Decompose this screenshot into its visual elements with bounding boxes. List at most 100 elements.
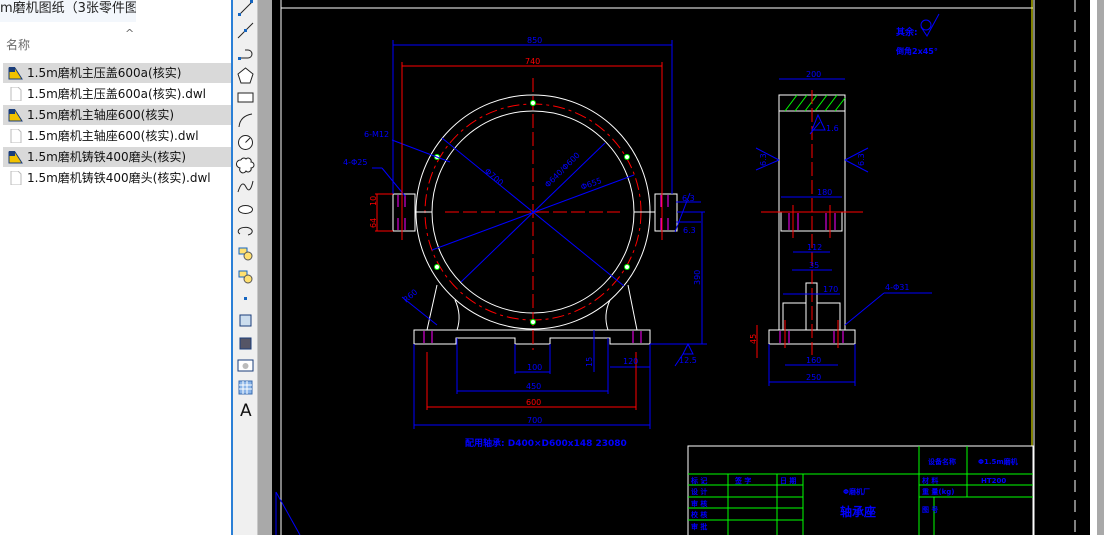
draw-toolbar: A	[233, 0, 258, 535]
tb-equip-label: 设备名称	[928, 457, 956, 466]
dim-200: 200	[806, 70, 821, 79]
dim-170: 170	[823, 285, 838, 294]
file-list-item[interactable]: 1.5m磨机主轴座600(核实).dwl	[3, 126, 231, 146]
roughness-6-3-top: 6.3	[682, 194, 695, 203]
dim-740: 740	[525, 57, 540, 66]
rectangle-tool-icon[interactable]	[236, 88, 255, 107]
region-tool-icon[interactable]	[236, 356, 255, 375]
dim-100: 100	[527, 363, 542, 372]
cad-drawing-canvas[interactable]: 850 740 6-M12 4-Φ25 Φ700 Φ640/Φ600 Φ655 …	[272, 0, 1104, 539]
roughness-1-6: 1.6	[826, 124, 839, 133]
tb-row: 设 计	[691, 487, 707, 496]
tb-company: Φ磨机厂	[843, 487, 870, 496]
bearing-note: 配用轴承: D400×D600x148 23080	[465, 437, 627, 449]
blank-file-icon	[8, 170, 23, 186]
roughness-6-3-right: 6.3	[857, 153, 866, 166]
file-explorer-panel: m磨机图纸（3张零件图） ^ 名称 1.5m磨机主压盖600a(核实) 1.5m磨…	[0, 0, 231, 535]
ellipse-tool-icon[interactable]	[236, 200, 255, 219]
polyline-tool-icon[interactable]	[236, 44, 255, 63]
dim-15: 15	[585, 357, 594, 367]
note-chamfer: 倒角2x45°	[895, 46, 938, 56]
tb-equip-value: Φ1.5m磨机	[978, 457, 1018, 466]
tb-row: 校 核	[691, 510, 707, 519]
ellipse-arc-tool-icon[interactable]	[236, 222, 255, 241]
file-name: 1.5m磨机主压盖600a(核实).dwl	[27, 87, 206, 101]
dim-r60: R60	[402, 288, 420, 305]
title-block	[687, 445, 1034, 539]
dim-4-phi31: 4-Φ31	[885, 283, 909, 292]
dwg-file-icon	[8, 150, 23, 164]
dim-600: 600	[526, 398, 541, 407]
tb-row: 审 核	[691, 499, 707, 508]
dim-35: 35	[809, 261, 819, 270]
file-list-item[interactable]: 1.5m磨机主压盖600a(核实)	[3, 63, 231, 83]
dim-4-phi25: 4-Φ25	[343, 158, 367, 167]
note-rest-roughness: 其余:	[896, 26, 918, 38]
canvas-margin	[258, 0, 272, 535]
dim-160: 160	[806, 356, 821, 365]
dim-6-m12: 6-M12	[364, 130, 389, 139]
file-name: 1.5m磨机主轴座600(核实).dwl	[27, 129, 199, 143]
title-block-text: 设备名称 Φ1.5m磨机 材 料 HT200 重 量(kg) 图 号 Φ磨机厂 …	[690, 457, 1018, 531]
file-list-item[interactable]: 1.5m磨机主轴座600(核实)	[3, 105, 231, 125]
polygon-tool-icon[interactable]	[236, 66, 255, 85]
blank-file-icon	[8, 128, 23, 144]
file-name: 1.5m磨机主轴座600(核实)	[27, 108, 175, 122]
drawing-svg: 850 740 6-M12 4-Φ25 Φ700 Φ640/Φ600 Φ655 …	[275, 0, 1076, 539]
file-name: 1.5m磨机主压盖600a(核实)	[27, 66, 182, 80]
dwg-file-icon	[8, 66, 23, 80]
dim-390: 390	[693, 270, 702, 285]
side-view	[755, 78, 932, 386]
dwg-file-icon	[8, 108, 23, 122]
vertical-scrollbar[interactable]	[1097, 0, 1104, 535]
column-header-name[interactable]: 名称	[6, 38, 31, 52]
dim-64: 64	[369, 218, 378, 228]
folder-title: m磨机图纸（3张零件图）	[0, 0, 136, 22]
tb-row: 标 记	[690, 476, 707, 485]
dim-250: 250	[806, 373, 821, 382]
side-dim-labels: 200 1.6 6.3 6.3 180 112 35 170 4-Φ31 45 …	[749, 70, 909, 382]
tb-part-name: 轴承座	[840, 504, 876, 519]
tb-drawing-no-label: 图 号	[922, 505, 938, 514]
file-list-item[interactable]: 1.5m磨机铸铁400磨头(核实)	[3, 147, 231, 167]
tb-col: 签 字	[734, 476, 751, 485]
dim-450: 450	[526, 382, 541, 391]
line-tool-icon[interactable]	[236, 0, 255, 18]
construction-line-tool-icon[interactable]	[236, 21, 255, 40]
roughness-6-3-left: 6.3	[759, 153, 768, 166]
tb-weight-label: 重 量(kg)	[922, 487, 955, 496]
tb-col: 日 期	[780, 476, 796, 485]
panel-divider[interactable]	[231, 0, 233, 535]
file-list-item[interactable]: 1.5m磨机主压盖600a(核实).dwl	[3, 84, 231, 104]
arc-tool-icon[interactable]	[236, 111, 255, 130]
file-list-item[interactable]: 1.5m磨机铸铁400磨头(核实).dwl	[3, 168, 231, 188]
tb-material-label: 材 料	[921, 476, 938, 485]
blank-file-icon	[8, 86, 23, 102]
dim-700: 700	[527, 416, 542, 425]
dim-45: 45	[749, 334, 758, 344]
point-tool-icon[interactable]	[236, 289, 255, 308]
gradient-tool-icon[interactable]	[236, 334, 255, 353]
tb-row: 审 批	[691, 522, 707, 531]
front-view	[372, 40, 707, 429]
file-name: 1.5m磨机铸铁400磨头(核实)	[27, 150, 187, 164]
hatch-tool-icon[interactable]	[236, 311, 255, 330]
multiline-text-tool-icon[interactable]: A	[236, 400, 255, 419]
dim-120: 120	[623, 357, 638, 366]
revision-cloud-tool-icon[interactable]	[236, 155, 255, 174]
spline-tool-icon[interactable]	[236, 177, 255, 196]
svg-text:A: A	[240, 401, 252, 419]
dim-112: 112	[807, 243, 822, 252]
dim-phi700: Φ700	[483, 167, 505, 188]
dim-phi655: Φ655	[580, 176, 603, 192]
file-name: 1.5m磨机铸铁400磨头(核实).dwl	[27, 171, 211, 185]
table-tool-icon[interactable]	[236, 378, 255, 397]
make-block-tool-icon[interactable]	[236, 267, 255, 286]
insert-block-tool-icon[interactable]	[236, 244, 255, 263]
dim-10: 10	[369, 196, 378, 206]
dim-850: 850	[527, 36, 542, 45]
circle-tool-icon[interactable]	[236, 133, 255, 152]
roughness-symbol-icon	[920, 13, 940, 37]
dim-180: 180	[817, 188, 832, 197]
sort-chevron-up-icon[interactable]: ^	[125, 27, 135, 40]
